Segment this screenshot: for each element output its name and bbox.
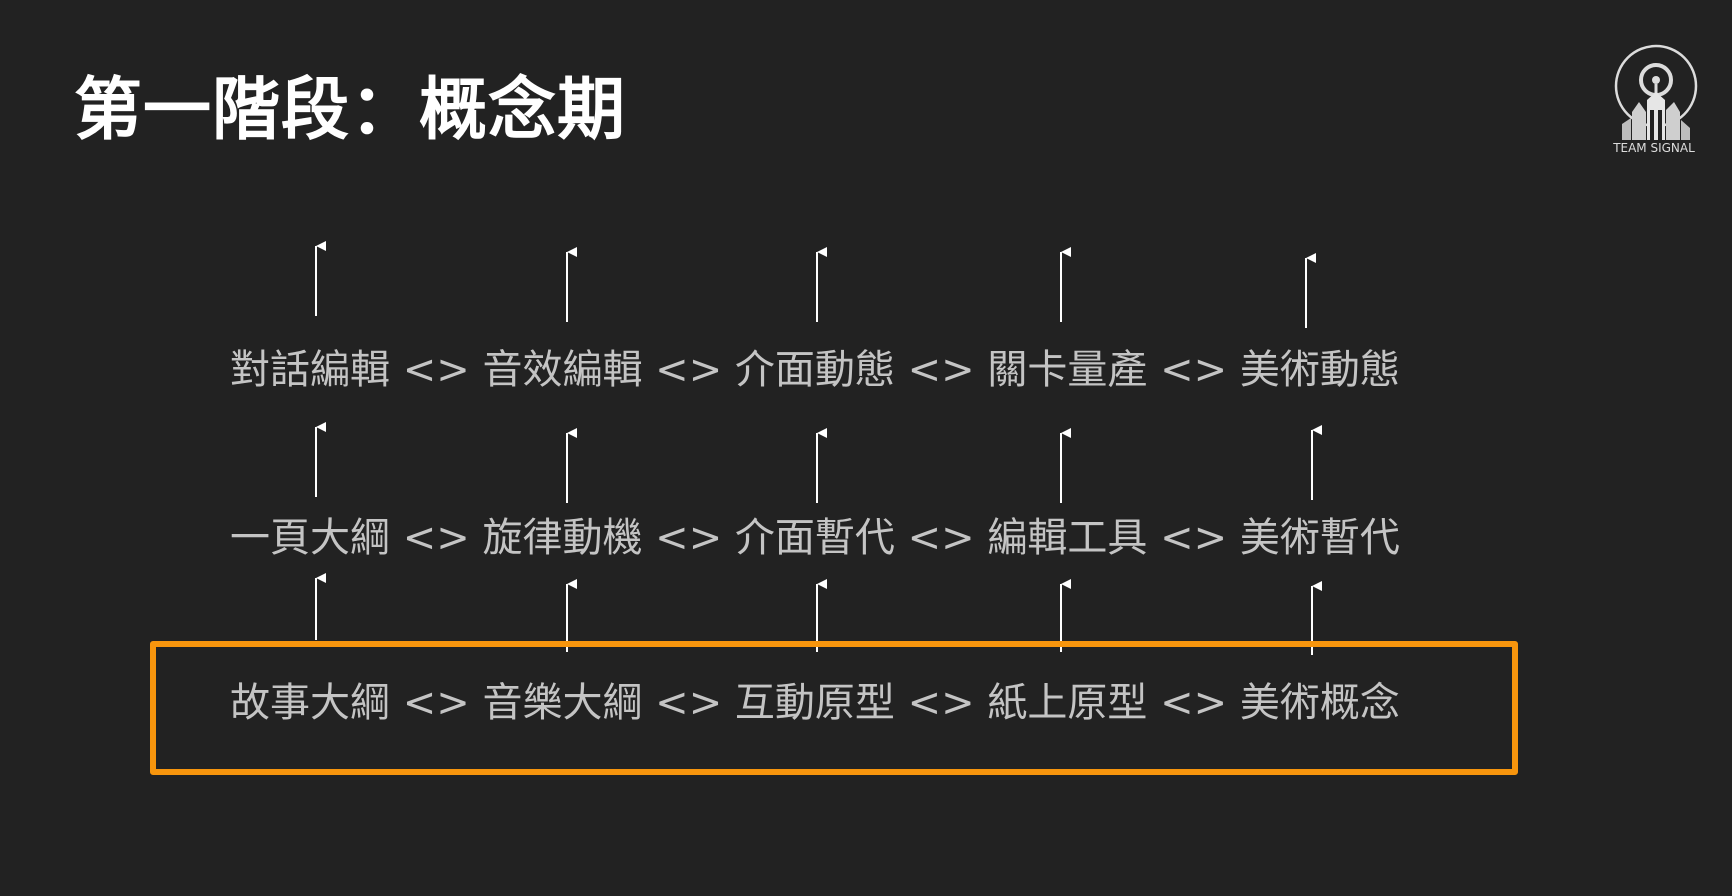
- diagram-row-top: 對話編輯 <> 音效編輯 <> 介面動態 <> 關卡量產 <> 美術動態: [230, 347, 1400, 393]
- diagram-row-middle: 一頁大綱 <> 旋律動機 <> 介面暫代 <> 編輯工具 <> 美術暫代: [230, 515, 1400, 561]
- broadcast-tower-icon: [1614, 44, 1698, 140]
- page-title: 第一階段：概念期: [74, 71, 627, 150]
- logo-text: TEAM SIGNAL: [1613, 141, 1695, 155]
- highlight-box: [150, 641, 1518, 775]
- diagram-row-bottom: 故事大綱 <> 音樂大綱 <> 互動原型 <> 紙上原型 <> 美術概念: [230, 680, 1400, 726]
- team-logo: TEAM SIGNAL: [1606, 40, 1702, 160]
